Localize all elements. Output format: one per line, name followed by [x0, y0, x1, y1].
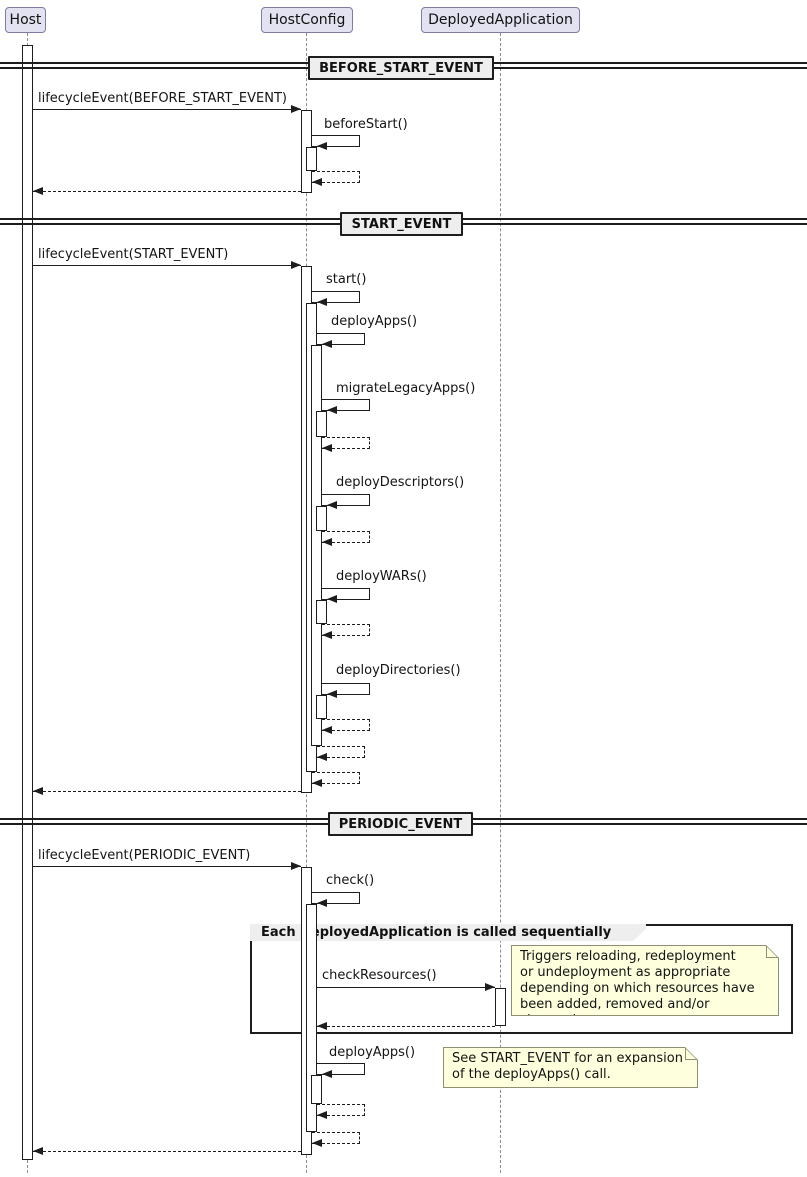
arrowhead-return-check [312, 1139, 322, 1147]
arrowhead-migratelegacyapps [327, 406, 337, 414]
selfreturn-deployapps [317, 746, 365, 758]
selfcall-beforestart [312, 135, 360, 147]
arrowhead-lifecycle-periodic [291, 862, 301, 870]
note-deployapps-text: See START_EVENT for an expansion of the … [444, 1048, 697, 1087]
arrowhead-return-deploywars [322, 631, 332, 639]
arrowhead-check [317, 899, 327, 907]
arrow-lifecycle-periodic [33, 866, 301, 867]
note-fold-icon [685, 1047, 698, 1060]
arrowhead-deployapps [322, 340, 332, 348]
arrowhead-return-checkresources [317, 1022, 327, 1030]
arrowhead-return-migratelegacyapps [322, 444, 332, 452]
group-label: Each DeployedApplication is called seque… [261, 925, 612, 940]
label-deployapps-periodic: deployApps() [329, 1045, 416, 1060]
return-lifecycle-periodic [33, 1151, 301, 1152]
arrow-lifecycle-before [33, 109, 301, 110]
activation-deploydirectories [316, 695, 327, 719]
label-deployapps: deployApps() [331, 314, 418, 329]
arrowhead-return-deployapps [317, 753, 327, 761]
activation-beforestart [306, 147, 317, 171]
activation-deploydescriptors [316, 506, 327, 531]
arrowhead-lifecycle-start [291, 261, 301, 269]
arrowhead-deploydescriptors [327, 501, 337, 509]
selfreturn-deploydescriptors [322, 531, 370, 543]
activation-deployapps [311, 345, 322, 746]
divider-label-start: START_EVENT [351, 216, 452, 232]
arrow-checkresources [317, 987, 495, 988]
arrowhead-lifecycle-before [291, 105, 301, 113]
label-lifecycle-start: lifecycleEvent(START_EVENT) [38, 247, 229, 262]
selfcall-deployapps [317, 333, 365, 345]
selfreturn-deployapps-periodic [317, 1104, 365, 1116]
arrowhead-checkresources [485, 983, 495, 991]
note-fold-icon [766, 945, 779, 958]
arrowhead-deploywars [327, 595, 337, 603]
selfcall-deployapps-periodic [317, 1063, 365, 1075]
activation-deploywars [316, 600, 327, 624]
participant-hostconfig-label: HostConfig [268, 12, 346, 28]
label-checkresources: checkResources() [322, 968, 437, 983]
activation-deployedapplication [495, 988, 506, 1026]
activation-deployapps-periodic [311, 1075, 322, 1104]
label-deploydirectories: deployDirectories() [336, 663, 461, 678]
return-lifecycle-start [33, 791, 301, 792]
participant-hostconfig: HostConfig [261, 7, 353, 33]
selfcall-deploydirectories [322, 683, 370, 695]
divider-before-start-event: BEFORE_START_EVENT [308, 56, 494, 80]
arrowhead-return-deploydirectories [322, 726, 332, 734]
activation-migratelegacyapps [316, 411, 327, 437]
selfcall-deploydescriptors [322, 494, 370, 506]
selfcall-start [312, 291, 360, 303]
label-migratelegacyapps: migrateLegacyApps() [336, 381, 476, 396]
arrowhead-return-before [33, 187, 43, 195]
arrowhead-return-start-host [33, 787, 43, 795]
arrowhead-start [317, 298, 327, 306]
participant-deployedapplication: DeployedApplication [421, 7, 580, 33]
divider-periodic-event: PERIODIC_EVENT [328, 812, 473, 836]
activation-check [306, 904, 317, 1132]
label-start: start() [326, 272, 367, 287]
label-deploydescriptors: deployDescriptors() [336, 475, 465, 490]
return-checkresources [317, 1026, 495, 1027]
note-deployapps: See START_EVENT for an expansion of the … [443, 1047, 698, 1088]
lifeline-deployedapplication [500, 33, 501, 1173]
selfcall-deploywars [322, 588, 370, 600]
arrowhead-deployapps-periodic [322, 1070, 332, 1078]
selfreturn-deploywars [322, 624, 370, 636]
selfcall-check [312, 892, 360, 904]
arrowhead-return-deploydescriptors [322, 538, 332, 546]
label-deploywars: deployWARs() [336, 569, 427, 584]
label-lifecycle-periodic: lifecycleEvent(PERIODIC_EVENT) [38, 848, 251, 863]
arrowhead-return-start [312, 779, 322, 787]
label-lifecycle-before: lifecycleEvent(BEFORE_START_EVENT) [38, 91, 287, 106]
note-checkresources: Triggers reloading, redeployment or unde… [511, 945, 779, 1016]
arrowhead-return-periodic-host [33, 1147, 43, 1155]
participant-host-label: Host [9, 12, 42, 28]
divider-start-event: START_EVENT [340, 212, 463, 236]
selfreturn-check [312, 1132, 360, 1144]
selfreturn-start [312, 772, 360, 784]
activation-host [22, 45, 33, 1160]
return-lifecycle-before [33, 191, 301, 192]
group-header: Each DeployedApplication is called seque… [250, 924, 646, 941]
divider-label-before-start: BEFORE_START_EVENT [319, 60, 483, 76]
participant-host: Host [5, 7, 46, 33]
selfreturn-beforestart [312, 171, 360, 183]
arrowhead-return-deployapps-periodic [317, 1111, 327, 1119]
arrow-lifecycle-start [33, 265, 301, 266]
participant-deployedapplication-label: DeployedApplication [428, 12, 573, 28]
note-checkresources-text: Triggers reloading, redeployment or unde… [512, 946, 778, 1015]
divider-label-periodic: PERIODIC_EVENT [338, 816, 463, 832]
arrowhead-return-beforestart [312, 178, 322, 186]
selfreturn-deploydirectories [322, 719, 370, 731]
arrowhead-beforestart [317, 142, 327, 150]
label-beforestart: beforeStart() [324, 117, 408, 132]
selfreturn-migratelegacyapps [322, 437, 370, 449]
selfcall-migratelegacyapps [322, 399, 370, 411]
arrowhead-deploydirectories [327, 690, 337, 698]
label-check: check() [326, 873, 375, 888]
